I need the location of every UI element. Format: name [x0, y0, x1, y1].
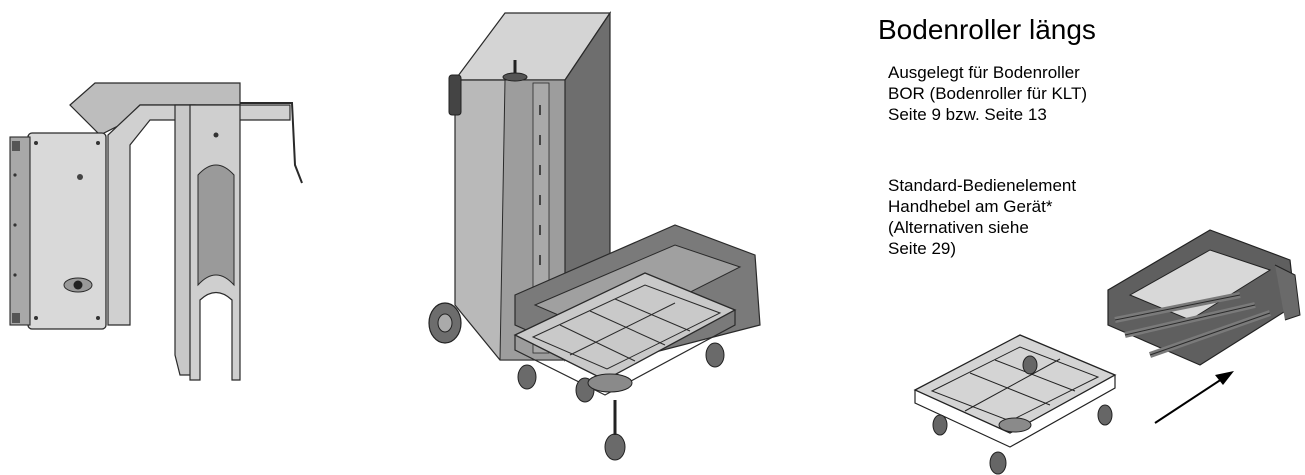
description-line: Seite 29): [888, 239, 957, 258]
description-line: BOR (Bodenroller für KLT): [888, 84, 1088, 103]
description-line: (Alternativen siehe: [888, 218, 1029, 237]
page-title: Bodenroller längs: [878, 14, 1096, 45]
roller-assembly-drawing: [913, 229, 1301, 475]
description-control-element: Standard-Bedienelement Handhebel am Gerä…: [888, 175, 1076, 259]
description-line: Ausgelegt für Bodenroller: [888, 63, 1080, 82]
description-compatibility: Ausgelegt für Bodenroller BOR (Bodenroll…: [888, 62, 1087, 125]
description-line: Standard-Bedienelement: [888, 176, 1077, 195]
description-line: Handhebel am Gerät*: [888, 197, 1053, 216]
device-with-roller-drawing: [428, 11, 761, 461]
side-view-drawing: [9, 82, 303, 381]
description-line: Seite 9 bzw. Seite 13: [888, 105, 1047, 124]
